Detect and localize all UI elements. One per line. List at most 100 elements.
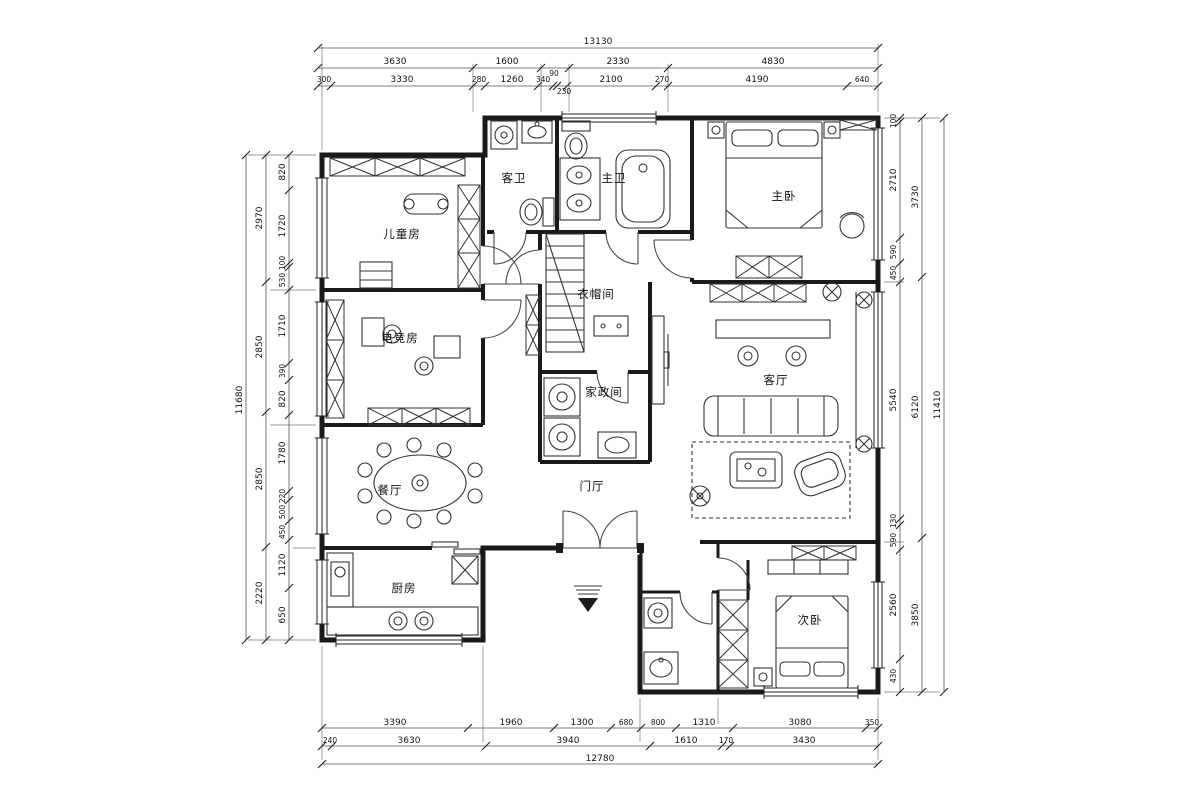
dim-label: 350 (865, 718, 880, 727)
dim-label: 11410 (933, 390, 943, 419)
dim-label: 1260 (501, 75, 524, 85)
bedroom-chair-icon (839, 212, 865, 239)
second-nightstand-icon (753, 667, 773, 687)
washer-stack-icon (543, 377, 581, 457)
dim-label: 3430 (793, 736, 816, 746)
dim-label: 590 (889, 245, 898, 260)
dim-label: 1600 (496, 57, 519, 67)
bath-sink-icon (643, 651, 679, 685)
dim-label: 590 (889, 533, 898, 548)
dim-label: 5540 (889, 388, 899, 411)
dim-label: 4830 (762, 57, 785, 67)
stove-icon (388, 611, 434, 631)
dim-label: 13130 (584, 37, 613, 47)
windows (314, 110, 886, 700)
nightstand-icon (707, 121, 841, 139)
dim-label: 11680 (235, 385, 245, 414)
bathtub-icon (615, 149, 671, 229)
dim-label: 1610 (675, 736, 698, 746)
room-label-kitchen: 厨房 (392, 581, 417, 595)
door-master-bedroom (653, 239, 693, 279)
room-label-dining: 餐厅 (378, 483, 403, 497)
dim-label: 2100 (600, 75, 623, 85)
dim-label: 640 (855, 75, 870, 84)
room-label-living: 客厅 (764, 373, 789, 387)
dim-label: 530 (278, 273, 287, 288)
washing-machine-icon (490, 120, 518, 150)
tv-cabinet-icon (651, 315, 670, 405)
dim-label: 3630 (398, 736, 421, 746)
room-labels: 儿童房 电竞房 餐厅 厨房 门厅 客厅 主卧 次卧 衣帽间 客卫 主卫 家政间 (378, 171, 822, 627)
guest-toilet-icon (519, 197, 555, 227)
dim-label: 270 (655, 75, 670, 84)
utility-sink-icon (597, 431, 637, 459)
console-table-icon (715, 319, 831, 367)
room-label-housekeeping: 家政间 (585, 385, 623, 399)
guest-sink-icon (521, 120, 553, 144)
second-dresser-icon (767, 559, 849, 575)
dim-label: 280 (472, 75, 487, 84)
dim-label: 100 (889, 114, 898, 129)
door-master-bath (605, 231, 639, 265)
slider-leaf (453, 548, 481, 555)
slider-leaf (431, 541, 459, 548)
dim-label: 1310 (693, 718, 716, 728)
dim-label: 3330 (391, 75, 414, 85)
dim-label: 820 (278, 163, 288, 180)
dim-label: 230 (557, 87, 572, 96)
floor-lamp-icon (689, 485, 711, 507)
room-label-entry: 门厅 (580, 479, 605, 493)
dim-label: 1120 (278, 553, 288, 576)
coffee-table-icon (729, 451, 783, 489)
door-entry (562, 510, 638, 549)
dim-label: 2560 (889, 593, 899, 616)
room-label-children: 儿童房 (383, 227, 421, 241)
dim-label: 1960 (500, 718, 523, 728)
dim-label: 90 (549, 69, 559, 78)
dim-label: 1720 (278, 214, 288, 237)
door-second-bedroom (717, 557, 751, 591)
dim-label: 2710 (889, 168, 899, 191)
door-guest-bath (493, 231, 527, 265)
dim-label: 2970 (255, 206, 265, 229)
dim-label: 2220 (255, 581, 265, 604)
dim-label: 390 (278, 364, 287, 379)
room-label-masterbath: 主卫 (602, 171, 627, 185)
dim-label: 2850 (255, 467, 265, 490)
dim-label: 300 (317, 75, 332, 84)
dim-label: 3850 (911, 603, 921, 626)
dim-label: 1300 (571, 718, 594, 728)
dim-label: 6120 (911, 395, 921, 418)
furniture (326, 120, 873, 689)
dim-label: 100 (278, 256, 287, 271)
room-label-esports: 电竞房 (381, 331, 419, 345)
kitchen-sink-icon (330, 561, 350, 597)
vanity-icon (559, 157, 601, 221)
dimension-lines (241, 43, 949, 769)
dim-label: 3730 (911, 185, 921, 208)
dim-label: 2850 (255, 335, 265, 358)
dim-label: 800 (651, 718, 666, 727)
dim-label: 4190 (746, 75, 769, 85)
dim-label: 12780 (586, 754, 615, 764)
door-housekeeping (596, 371, 629, 404)
sofa-icon (703, 395, 839, 437)
dim-label: 240 (323, 736, 338, 745)
dim-label: 2330 (607, 57, 630, 67)
dim-label: 500 (278, 505, 287, 520)
room-label-guestbath: 客卫 (502, 171, 527, 185)
master-toilet-icon (561, 120, 591, 160)
dim-label: 220 (278, 489, 287, 504)
dim-label: 1780 (278, 441, 288, 464)
kitchen-counter (326, 552, 479, 636)
dim-label: 450 (889, 266, 898, 281)
room-label-cloak: 衣帽间 (577, 287, 615, 301)
door-esports (482, 299, 522, 339)
dresser-icon (593, 315, 629, 337)
door-bottom-bath (679, 591, 713, 625)
dim-label: 430 (889, 669, 898, 684)
room-label-master: 主卧 (772, 189, 797, 203)
dim-label: 340 (536, 75, 551, 84)
entry-marker-icon (574, 585, 602, 612)
